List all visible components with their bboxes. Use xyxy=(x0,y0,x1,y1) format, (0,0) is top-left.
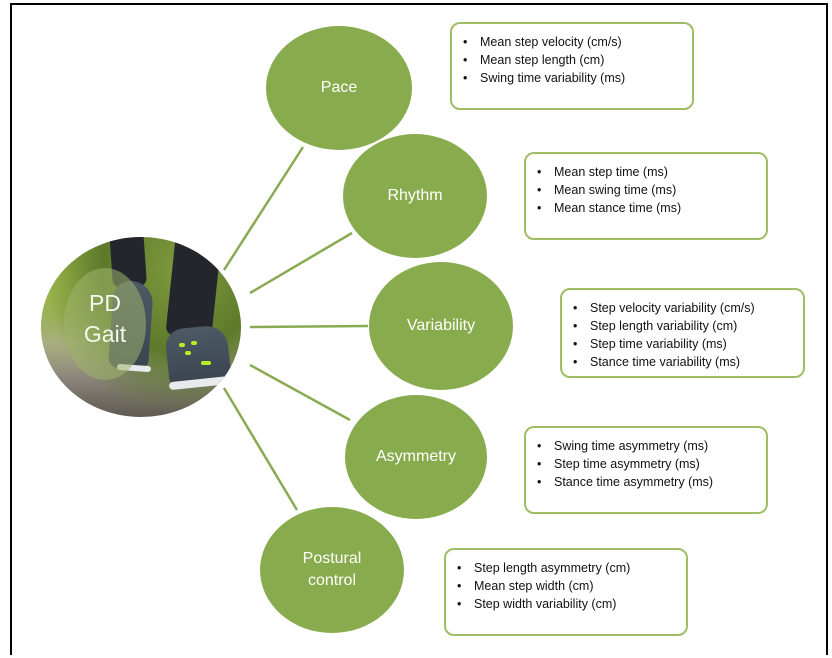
box-variability-measures: Step velocity variability (cm/s) Step le… xyxy=(560,288,805,378)
box-pace-measures: Mean step velocity (cm/s) Mean step leng… xyxy=(450,22,694,110)
measure-item: Stance time asymmetry (ms) xyxy=(536,473,758,491)
figure-frame xyxy=(10,3,828,655)
measure-item: Step width variability (cm) xyxy=(456,595,678,613)
list-rhythm-measures: Mean step time (ms) Mean swing time (ms)… xyxy=(536,163,758,217)
measure-item: Mean step length (cm) xyxy=(462,51,684,69)
node-rhythm: Rhythm xyxy=(343,134,487,258)
node-asymmetry: Asymmetry xyxy=(345,395,487,519)
box-postural-control-measures: Step length asymmetry (cm) Mean step wid… xyxy=(444,548,688,636)
box-asymmetry-measures: Swing time asymmetry (ms) Step time asym… xyxy=(524,426,768,514)
node-pace: Pace xyxy=(266,26,412,150)
connector-variability xyxy=(249,324,369,329)
pd-label-line2: Gait xyxy=(83,321,127,347)
measure-item: Step time asymmetry (ms) xyxy=(536,455,758,473)
pd-gait-label: PD Gait xyxy=(60,288,150,350)
measure-item: Swing time asymmetry (ms) xyxy=(536,437,758,455)
connector-asymmetry xyxy=(249,363,351,422)
list-variability-measures: Step velocity variability (cm/s) Step le… xyxy=(572,299,795,371)
connector-postural xyxy=(222,387,299,511)
measure-item: Step velocity variability (cm/s) xyxy=(572,299,795,317)
measure-item: Mean swing time (ms) xyxy=(536,181,758,199)
measure-item: Step time variability (ms) xyxy=(572,335,795,353)
measure-item: Step length variability (cm) xyxy=(572,317,795,335)
node-variability-label: Variability xyxy=(406,317,476,334)
node-rhythm-label: Rhythm xyxy=(387,187,443,204)
node-pace-label: Pace xyxy=(320,79,358,96)
box-rhythm-measures: Mean step time (ms) Mean swing time (ms)… xyxy=(524,152,768,240)
node-variability: Variability xyxy=(369,262,513,390)
list-postural-control-measures: Step length asymmetry (cm) Mean step wid… xyxy=(456,559,678,613)
connector-rhythm xyxy=(249,231,353,295)
list-pace-measures: Mean step velocity (cm/s) Mean step leng… xyxy=(462,33,684,87)
measure-item: Step length asymmetry (cm) xyxy=(456,559,678,577)
pd-label-line1: PD xyxy=(89,290,121,316)
node-postural-control-label: Postural control xyxy=(303,548,362,592)
node-postural-label-line1: Postural xyxy=(302,550,362,567)
measure-item: Swing time variability (ms) xyxy=(462,69,684,87)
right-leg xyxy=(165,237,223,340)
list-asymmetry-measures: Swing time asymmetry (ms) Step time asym… xyxy=(536,437,758,491)
connector-pace xyxy=(222,146,305,271)
measure-item: Stance time variability (ms) xyxy=(572,353,795,371)
measure-item: Mean step time (ms) xyxy=(536,163,758,181)
node-asymmetry-label: Asymmetry xyxy=(376,448,456,465)
measure-item: Mean step velocity (cm/s) xyxy=(462,33,684,51)
pd-gait-overlay xyxy=(64,268,146,380)
node-postural-control: Postural control xyxy=(260,507,404,633)
measure-item: Mean step width (cm) xyxy=(456,577,678,595)
node-postural-label-line2: control xyxy=(307,572,356,589)
measure-item: Mean stance time (ms) xyxy=(536,199,758,217)
